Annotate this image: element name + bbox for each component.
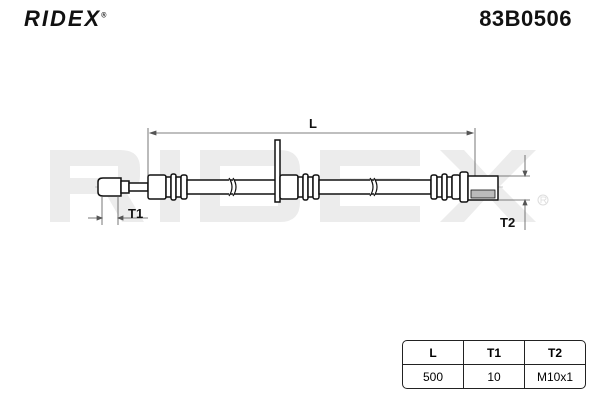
value-t1: 10 (464, 365, 525, 388)
table-row: 500 10 M10x1 (403, 365, 585, 388)
brand-name: RIDEX (24, 6, 102, 31)
spec-table: L T1 T2 500 10 M10x1 (402, 340, 586, 389)
length-dimension (147, 128, 476, 176)
value-l: 500 (403, 365, 464, 388)
table-header-row: L T1 T2 (403, 341, 585, 365)
dimension-label-t2: T2 (500, 215, 516, 230)
left-fitting (97, 173, 188, 201)
value-t2: M10x1 (536, 369, 574, 384)
brand-logo: RIDEX® (24, 6, 109, 31)
hose-segment (186, 177, 278, 197)
hose-segment (318, 177, 432, 197)
right-fitting (430, 171, 499, 203)
header-t2: T2 (525, 341, 585, 365)
header-l: L (403, 341, 464, 365)
t1-dimension (88, 196, 148, 225)
mounting-bracket (274, 139, 320, 203)
header-t1: T1 (464, 341, 525, 365)
part-number: 83B0506 (479, 6, 572, 31)
dimension-label-t1: T1 (128, 206, 144, 221)
dimension-label-l: L (309, 116, 317, 131)
t2-dimension (498, 155, 530, 230)
